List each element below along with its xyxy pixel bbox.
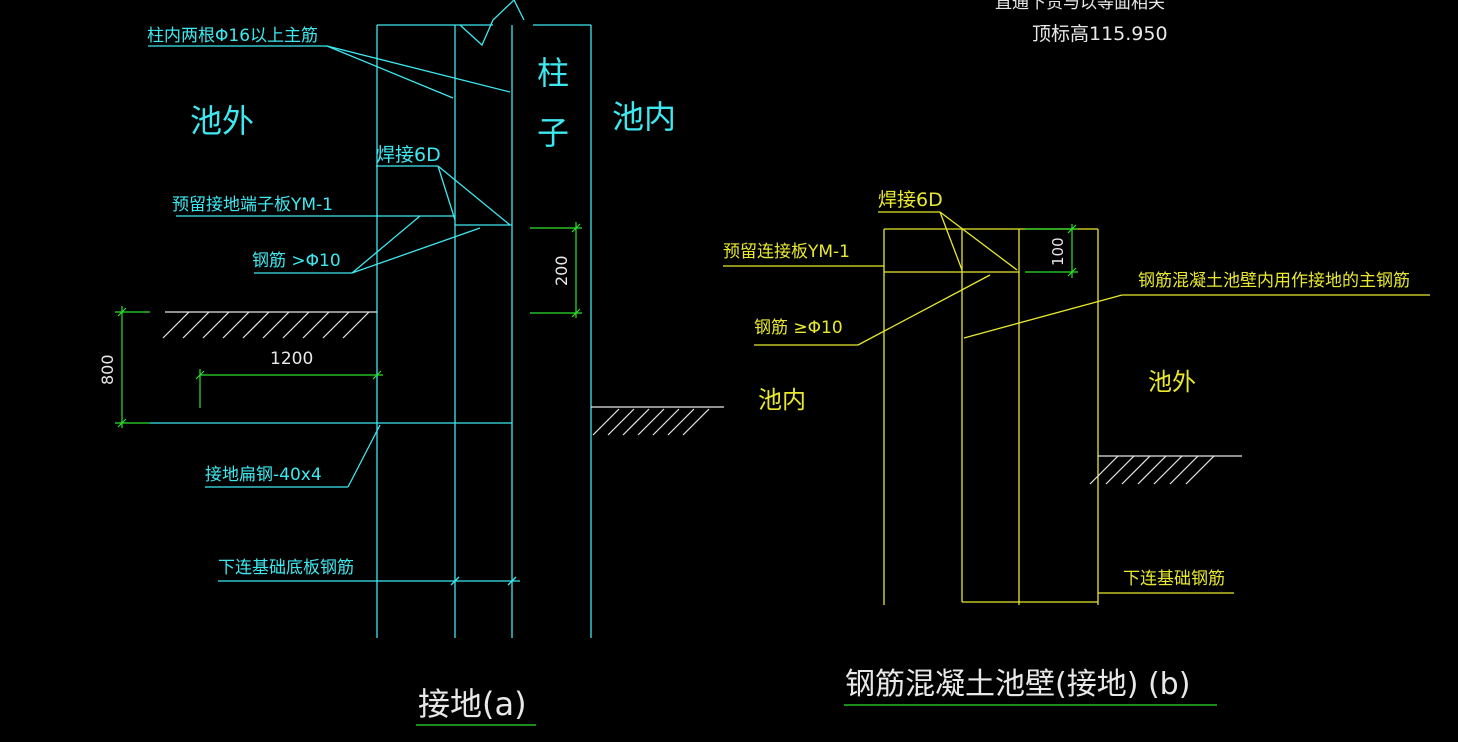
outside-label-a: 池外 [190, 102, 254, 140]
leader-main-rebar-2 [326, 45, 511, 93]
rebar-note-b: 钢筋 ≥Φ10 [754, 318, 843, 338]
detail-b: 焊接6D 100 预留连接板YM-1 钢筋混凝土池壁内用作接地的主钢筋 钢筋 ≥… [723, 189, 1430, 706]
weld-leader-b1 [939, 211, 963, 271]
dim-1200-tick-right [372, 370, 382, 380]
foundation-tick-a1 [450, 576, 460, 586]
ground-hatch-a-left [162, 311, 370, 339]
inside-label-b: 池内 [758, 386, 806, 414]
dim-800-tick-bottom [117, 418, 127, 428]
leader-main-rebar-1 [326, 45, 454, 99]
flat-steel-note: 接地扁钢-40x4 [205, 465, 322, 485]
weld-leader-a1 [437, 165, 456, 221]
main-rebar-note: 柱内两根Φ16以上主筋 [147, 26, 318, 46]
detail-a-title: 接地(a) [418, 685, 527, 723]
ground-hatch-b [1089, 455, 1215, 485]
flat-steel-leader [347, 424, 381, 488]
main-rebar-note-b: 钢筋混凝土池壁内用作接地的主钢筋 [1138, 271, 1410, 291]
rebar-leader-b [857, 274, 991, 346]
detail-b-title: 钢筋混凝土池壁(接地) (b) [845, 667, 1190, 702]
foundation-tick-a2 [507, 576, 517, 586]
outside-label-b: 池外 [1148, 368, 1196, 396]
column-label-char-2: 子 [537, 114, 569, 152]
rebar-note-a: 钢筋 >Φ10 [252, 251, 341, 271]
rebar-leader-a1 [351, 215, 421, 274]
dim-200-tick-top [571, 223, 581, 233]
dim-800-label: 800 [98, 354, 117, 385]
dim-200-tick-bottom [571, 308, 581, 318]
dim-100-tick-top [1067, 224, 1077, 234]
ground-hatch-a-right [592, 408, 710, 436]
dim-100-tick-bottom [1067, 267, 1077, 277]
inside-label-a: 池内 [612, 98, 676, 136]
foundation-note-b: 下连基础钢筋 [1123, 569, 1225, 589]
dim-1200-label: 1200 [270, 349, 313, 369]
dim-1200-tick-left [195, 370, 205, 380]
column-label-char-1: 柱 [537, 54, 569, 92]
weld-leader-a2 [437, 165, 511, 226]
detail-a: 柱内两根Φ16以上主筋 池外 池内 柱 子 焊接6D 预留接地端子板YM-1 钢… [98, 0, 724, 726]
rebar-leader-a2 [351, 227, 481, 274]
foundation-note-a: 下连基础底板钢筋 [218, 558, 354, 578]
weld-leader-b2 [939, 211, 1018, 271]
weld-note-a: 焊接6D [376, 144, 441, 166]
dim-200-label: 200 [552, 255, 571, 286]
top-elevation-label: 顶标高115.950 [1032, 23, 1168, 45]
terminal-plate-note: 预留接地端子板YM-1 [172, 195, 333, 215]
dim-800-tick-top [117, 307, 127, 317]
weld-note-b: 焊接6D [878, 189, 943, 211]
break-mark [459, 0, 525, 47]
dim-100-label: 100 [1049, 237, 1067, 266]
plate-note-b: 预留连接板YM-1 [723, 242, 850, 262]
top-note-partial: 直通下贯与以等面相关 [995, 0, 1165, 13]
main-rebar-leader-b [963, 294, 1123, 339]
